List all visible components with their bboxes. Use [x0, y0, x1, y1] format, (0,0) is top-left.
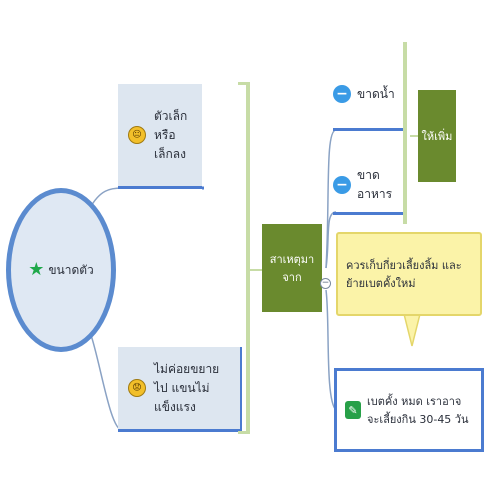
bracket-cap-bottom	[238, 431, 250, 434]
cause-label: สาเหตุมาจาก	[269, 253, 315, 284]
cause-item-water[interactable]: − ขาดน้ำ	[333, 62, 405, 126]
cause-underline	[333, 128, 405, 131]
minus-icon: −	[333, 85, 351, 103]
worried-face-icon: 😟	[128, 379, 146, 397]
root-node[interactable]: ★ ขนาดตัว	[6, 188, 116, 352]
summary-node[interactable]: ให้เพิ่ม	[418, 90, 456, 182]
callout-note[interactable]: ควรเก็บกี่ยวเลี้ยงลิ้ม และย้ายเบตคั้งใหม…	[336, 232, 482, 316]
cause-node[interactable]: สาเหตุมาจาก	[262, 224, 322, 312]
branch-small-body[interactable]: 😐 ตัวเล็กหรือเล็กลง	[118, 84, 202, 189]
bracket-bar	[246, 82, 250, 434]
neutral-face-icon: 😐	[128, 126, 146, 144]
cause-underline	[333, 212, 405, 215]
callout-label: ควรเก็บกี่ยวเลี้ยงลิ้ม และย้ายเบตคั้งใหม…	[346, 259, 462, 290]
collapse-toggle[interactable]: −	[320, 278, 331, 289]
summary-bracket	[403, 42, 407, 224]
root-label: ขนาดตัว	[48, 262, 94, 277]
bracket-cap-top	[238, 82, 250, 85]
star-icon: ★	[28, 259, 45, 280]
pencil-icon: ✎	[345, 401, 361, 419]
branch-weak-arms[interactable]: 😟 ไม่ค่อยขยายไป แขนไม่แข็งแรง	[118, 347, 242, 432]
branch-label: ไม่ค่อยขยายไป แขนไม่แข็งแรง	[154, 361, 220, 414]
minus-icon: −	[333, 176, 351, 194]
feeding-note-label: เบตคั้ง หมด เราอาจจะเลี้ยงกิน 30-45 วัน	[367, 395, 469, 426]
cause-item-food[interactable]: − ขาดอาหาร	[333, 150, 405, 220]
summary-label: ให้เพิ่ม	[421, 130, 453, 143]
feeding-note[interactable]: ✎ เบตคั้ง หมด เราอาจจะเลี้ยงกิน 30-45 วั…	[334, 368, 484, 452]
cause-item-label: ขาดน้ำ	[357, 86, 395, 101]
branch-label: ตัวเล็กหรือเล็กลง	[154, 108, 188, 161]
cause-item-label: ขาดอาหาร	[357, 168, 393, 201]
